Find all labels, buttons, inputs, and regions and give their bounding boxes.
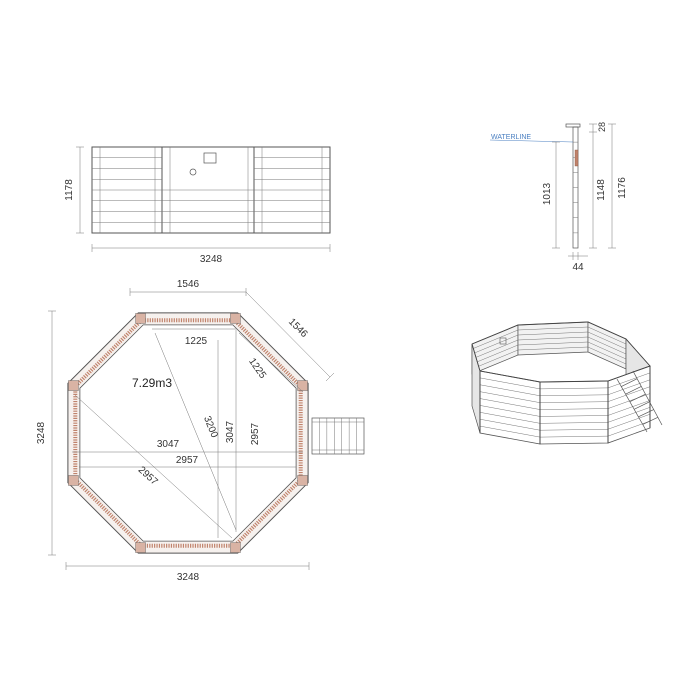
side-top-label: 1546 <box>177 279 200 290</box>
wall-thickness-label: 44 <box>572 262 584 273</box>
inner-diag-side-dimension-line <box>238 332 304 393</box>
diagonal-lower-dimension-line <box>74 394 233 539</box>
plan-view: 1225 1225 7.29m3 3200 3047 2957 3047 295… <box>36 279 365 583</box>
pool-ladder-3d <box>616 370 663 433</box>
elevation-width-label: 3248 <box>200 254 223 265</box>
elevation-height-label: 1178 <box>64 179 75 201</box>
diagonal-dimension-line <box>154 332 237 531</box>
perspective-view <box>471 321 663 445</box>
section-view: WATERLINE 1013 28 1148 1176 44 <box>489 122 628 273</box>
side-diag-dimension-line <box>245 291 331 378</box>
plan-height-label: 3248 <box>36 421 47 444</box>
plan-width-label: 3248 <box>177 572 200 583</box>
total-height-label: 1176 <box>617 177 628 199</box>
return-nozzle-icon <box>189 168 197 176</box>
vertical-outer-label: 2957 <box>250 422 261 445</box>
inner-side-label: 1225 <box>185 336 208 347</box>
elevation-planks <box>92 147 330 233</box>
water-depth-label: 1013 <box>542 182 553 205</box>
liner-fitting-icon <box>574 149 579 167</box>
vertical-inner-label: 3047 <box>225 420 236 443</box>
skimmer-box-icon <box>203 152 217 164</box>
inner-height-label: 1148 <box>596 179 607 201</box>
pool-volume-label: 7.29m3 <box>132 376 172 390</box>
horizontal-inner-label: 3047 <box>157 439 180 450</box>
coping-cap <box>565 123 581 128</box>
coping-height-label: 28 <box>597 122 607 132</box>
horizontal-outer-label: 2957 <box>176 455 199 466</box>
elevation-view: 3248 1178 <box>64 146 331 265</box>
pool-ladder-stairs <box>311 417 365 455</box>
side-diag-label: 1546 <box>286 316 310 340</box>
pool-3d-render <box>471 321 651 445</box>
waterline-label: WATERLINE <box>491 134 531 141</box>
plan-octagon-wall <box>67 312 309 554</box>
waterline-leader <box>489 139 574 143</box>
